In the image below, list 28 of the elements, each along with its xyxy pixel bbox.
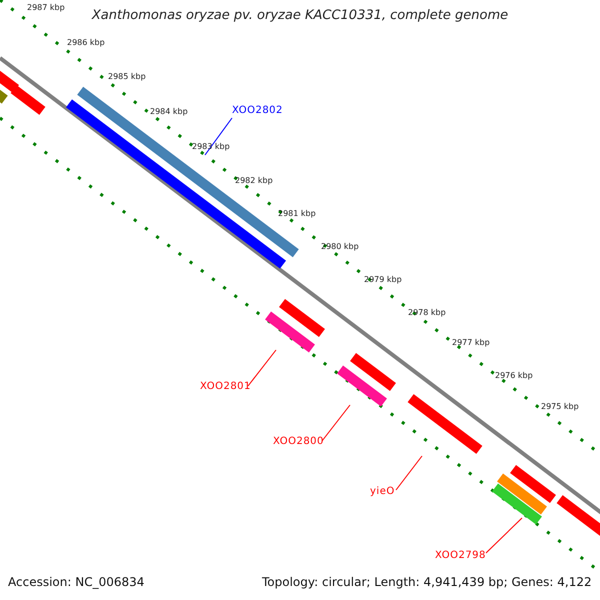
tick-label: 2978 kbp <box>408 308 446 317</box>
leader-line <box>322 404 350 442</box>
tick-label: 2975 kbp <box>541 402 579 411</box>
tick-label: 2987 kbp <box>27 3 65 12</box>
tick-label: 2982 kbp <box>235 176 273 185</box>
gene-bar <box>510 464 556 504</box>
leader-line <box>396 456 422 490</box>
diagram-title: Xanthomonas oryzae pv. oryzae KACC10331, complete genome <box>90 8 510 23</box>
genome-info: Accession: NC_006834 <box>8 575 144 589</box>
gene-label: XOO2800 <box>273 436 324 447</box>
tick-label: 2976 kbp <box>495 371 533 380</box>
genome-info: Topology: circular; Length: 4,941,439 bp; Genes: 4,122 <box>262 575 592 589</box>
gene-bar <box>0 88 8 104</box>
tick-label: 2980 kbp <box>321 242 359 251</box>
gene-label: yieO <box>370 486 395 497</box>
tick-label: 2984 kbp <box>150 107 188 116</box>
tick-label: 2981 kbp <box>278 209 316 218</box>
leader-line <box>204 118 232 156</box>
leader-line <box>248 350 276 386</box>
tick-label: 2983 kbp <box>192 142 230 151</box>
leader-line <box>486 518 522 554</box>
gene-label: XOO2802 <box>232 105 283 116</box>
gene-label: XOO2798 <box>435 550 486 561</box>
tick-label: 2986 kbp <box>67 38 105 47</box>
tick-label: 2977 kbp <box>452 338 490 347</box>
tick-label: 2979 kbp <box>364 275 402 284</box>
tick-label: 2985 kbp <box>108 72 146 81</box>
gene-label: XOO2801 <box>200 381 251 392</box>
